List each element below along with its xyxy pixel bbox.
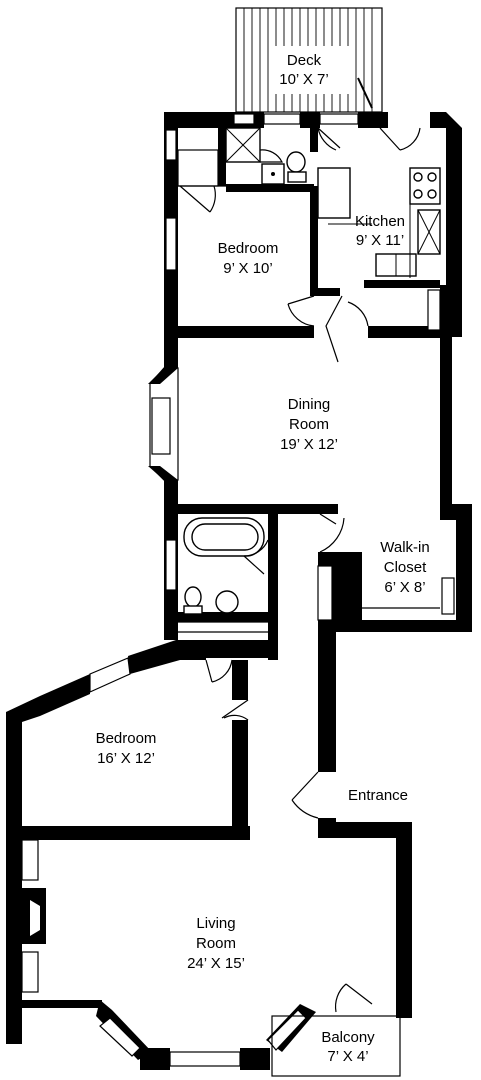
room-labels: Deck 10’ X 7’ Kitchen 9’ X 11’ Bedroom 9… <box>96 52 430 1065</box>
living-dims: 24’ X 15’ <box>187 955 245 972</box>
balcony-dims: 7’ X 4’ <box>327 1048 368 1065</box>
bedroom1-dims: 9’ X 10’ <box>223 260 272 277</box>
kitchen-name: Kitchen <box>355 213 405 230</box>
walls <box>6 112 472 1070</box>
dining-name-line2: Room <box>289 416 329 433</box>
dining-name-line1: Dining <box>288 396 331 413</box>
living-name-line1: Living <box>196 915 235 932</box>
kitchen-dims: 9’ X 11’ <box>356 232 404 249</box>
dining-dims: 19’ X 12’ <box>280 436 338 453</box>
closet-dims: 6’ X 8’ <box>384 579 425 596</box>
bedroom2-name: Bedroom <box>96 730 157 747</box>
closet-name-line2: Closet <box>384 559 427 576</box>
windows <box>21 113 455 993</box>
entrance-name: Entrance <box>348 787 408 804</box>
doors <box>179 127 421 1013</box>
deck-name: Deck <box>287 52 322 69</box>
living-name-line2: Room <box>196 935 236 952</box>
balcony-name: Balcony <box>321 1029 375 1046</box>
deck-dims: 10’ X 7’ <box>279 71 328 88</box>
closet-name-line1: Walk-in <box>380 539 429 556</box>
deck <box>235 7 383 113</box>
fixtures <box>177 127 441 1077</box>
bedroom2-dims: 16’ X 12’ <box>97 750 155 767</box>
bedroom1-name: Bedroom <box>218 240 279 257</box>
